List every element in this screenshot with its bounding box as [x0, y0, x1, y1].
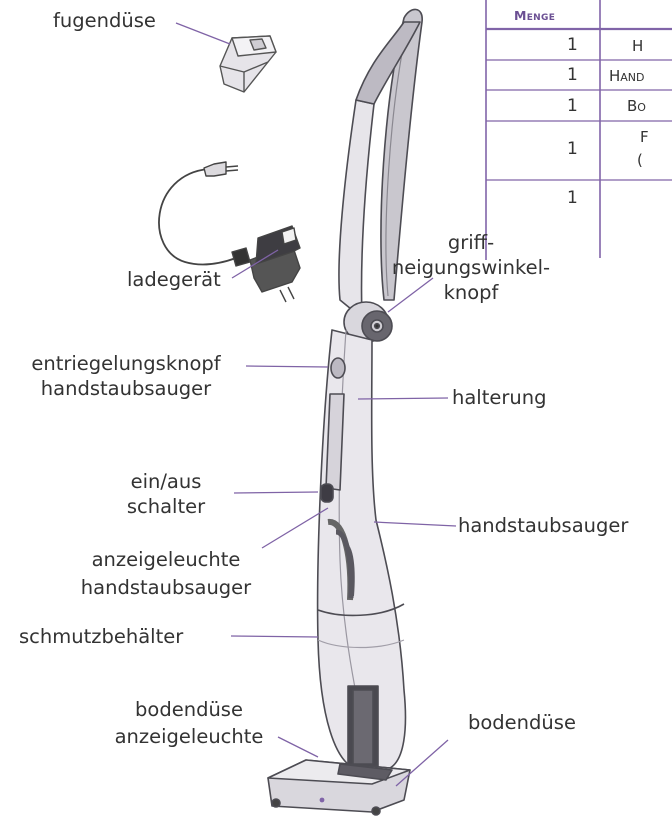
label-release-button-2: handstaubsauger: [0, 376, 252, 401]
table-qty-1: 1: [567, 35, 578, 55]
table-qty-2: 1: [567, 65, 578, 85]
label-floor-nozzle-indicator-2: anzeigeleuchte: [100, 724, 278, 749]
label-power-switch-2: schalter: [110, 494, 222, 519]
label-floor-nozzle-indicator-1: bodendüse: [100, 697, 278, 722]
label-crevice-nozzle: fugendüse: [53, 8, 156, 33]
table-item-4: F: [640, 128, 649, 146]
table-item-2: Hand: [609, 67, 645, 85]
leader-lines: [176, 23, 456, 786]
table-item-1: H: [632, 37, 643, 55]
label-charger: ladegerät: [127, 267, 221, 292]
table-qty-4: 1: [567, 139, 578, 159]
label-handheld-vacuum: handstaubsauger: [458, 513, 628, 538]
table-item-4b: (: [637, 151, 643, 169]
label-floor-nozzle: bodendüse: [468, 710, 576, 735]
table-item-3: Bo: [627, 97, 646, 115]
label-holder: halterung: [452, 385, 546, 410]
label-handheld-indicator-1: anzeigeleuchte: [60, 547, 272, 572]
table-qty-3: 1: [567, 96, 578, 116]
label-power-switch-1: ein/aus: [110, 469, 222, 494]
table-qty-5: 1: [567, 188, 578, 208]
table-header-quantity: Menge: [514, 8, 555, 23]
label-grip-angle-knob-1: griff-: [383, 230, 559, 255]
label-grip-angle-knob-3: knopf: [383, 280, 559, 305]
label-dirt-container: schmutzbehälter: [19, 624, 183, 649]
label-grip-angle-knob-2: neigungswinkel-: [383, 255, 559, 280]
vacuum-body-drawing: [268, 9, 422, 815]
crevice-nozzle-drawing: [220, 36, 276, 92]
label-release-button-1: entriegelungsknopf: [0, 351, 252, 376]
label-handheld-indicator-2: handstaubsauger: [60, 575, 272, 600]
